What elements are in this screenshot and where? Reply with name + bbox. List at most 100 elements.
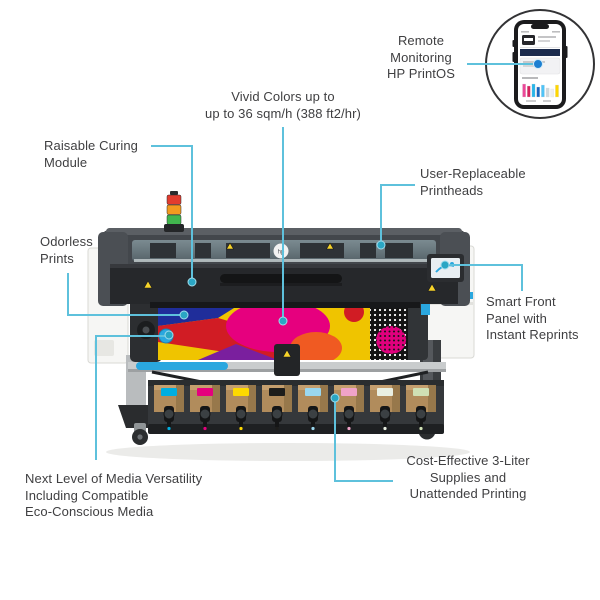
warning-triangle-icon: [143, 280, 153, 289]
ink-color-label: [305, 388, 321, 396]
phone-ink-bar: [527, 85, 531, 98]
phone-ink-bar: [531, 83, 536, 98]
hp-logo: [273, 243, 289, 259]
ink-status-dot: [239, 426, 243, 431]
ink-connector-stem: [275, 421, 279, 427]
ink-color-label: [161, 388, 177, 396]
callout-media-versatility: Next Level of Media Versatility Includin…: [25, 471, 245, 521]
ink-status-dot: [203, 426, 207, 431]
ink-status-dot: [347, 426, 351, 431]
callout-line: Supplies and: [429, 469, 507, 485]
callout-line: Printheads: [420, 182, 484, 198]
cartridge-top: [406, 385, 436, 390]
cartridge-top: [190, 385, 220, 390]
leader-cost: [334, 402, 393, 482]
cartridge-shade: [212, 385, 220, 412]
dot-remote-phone: [533, 59, 543, 69]
callout-line: Monitoring: [390, 49, 452, 65]
ink-connector-stem: [383, 421, 387, 427]
ink-color-label: [413, 388, 429, 396]
callout-line: Unattended Printing: [409, 486, 527, 501]
dot-odorless: [179, 310, 189, 320]
callout-line: Prints: [40, 250, 74, 266]
ink-connector-stem: [167, 421, 171, 427]
right-bracket: [404, 298, 430, 360]
callout-remote-monitoring: Remote Monitoring HP PrintOS: [375, 33, 467, 83]
floor-shadow: [106, 443, 470, 461]
cartridge-shade: [176, 385, 184, 412]
ink-color-label: [269, 388, 285, 396]
ink-cartridge: [370, 385, 400, 431]
beacon-lamp: [166, 194, 182, 205]
callout-line: HP PrintOS: [387, 66, 455, 81]
warning-triangle-icon: [282, 349, 292, 358]
ink-status-dot: [311, 426, 315, 431]
callout-line: Eco-Conscious Media: [25, 504, 154, 519]
leader-odorless: [67, 273, 180, 316]
ink-connector-knob: [199, 408, 211, 420]
ink-connector-stem: [239, 421, 243, 427]
ink-connector-knob: [235, 408, 247, 420]
ink-connector-stem: [311, 421, 315, 427]
ink-status-dot: [275, 426, 279, 431]
leader-printheads: [380, 184, 415, 241]
callout-line: Including Compatible: [25, 487, 149, 503]
phone-ink-bar: [550, 88, 555, 98]
center-media-bracket: [274, 344, 300, 376]
ink-connector-stem: [203, 421, 207, 427]
ink-color-label: [233, 388, 249, 396]
ink-connector-knob: [271, 408, 283, 420]
beacon-lamp: [166, 214, 182, 225]
cartridge-top: [334, 385, 364, 390]
ink-cartridge: [334, 385, 364, 431]
ink-connector-stem: [347, 421, 351, 427]
cartridge-top: [298, 385, 328, 390]
callout-smart-panel: Smart Front Panel with Instant Reprints: [486, 294, 596, 344]
callout-raisable-curing: Raisable Curing Module: [44, 138, 174, 171]
ink-status-dot: [167, 426, 171, 431]
callout-dots: [164, 240, 450, 403]
cartridge-top: [262, 385, 292, 390]
callout-line: User-Replaceable: [420, 166, 526, 181]
ink-cartridge: [262, 385, 292, 431]
callout-printheads: User-Replaceable Printheads: [420, 166, 570, 199]
phone-ink-bar: [536, 86, 540, 98]
ink-color-label: [341, 388, 357, 396]
callout-line: Next Level of Media Versatility: [25, 471, 203, 486]
callout-line: up to 36 sqm/h (388 ft2/hr): [205, 105, 361, 121]
dot-vivid: [278, 316, 288, 326]
warning-triangle-icon: [427, 283, 437, 292]
media-tube: [136, 362, 228, 370]
beacon-lamp: [166, 204, 182, 215]
ink-color-label: [377, 388, 393, 396]
ink-cartridge: [226, 385, 256, 431]
phone-ink-bar: [555, 84, 559, 98]
ink-cartridge: [190, 385, 220, 431]
leader-smart: [450, 264, 523, 291]
leader-raisable: [151, 145, 193, 278]
phone-ink-bar: [545, 87, 550, 98]
callout-line: Raisable Curing: [44, 138, 138, 153]
callout-line: Instant Reprints: [486, 327, 579, 342]
cartridge-shade: [356, 385, 364, 412]
callout-line: Odorless: [40, 234, 93, 249]
ink-cartridge: [406, 385, 436, 431]
cartridge-shade: [284, 385, 292, 412]
ink-color-label: [197, 388, 213, 396]
cartridge-shade: [248, 385, 256, 412]
dot-smart: [440, 260, 450, 270]
dot-media: [164, 330, 174, 340]
cartridge-shade: [392, 385, 400, 412]
dot-raisable: [187, 277, 197, 287]
ink-connector-knob: [379, 408, 391, 420]
callout-odorless-prints: Odorless Prints: [40, 234, 150, 267]
ink-connector-knob: [307, 408, 319, 420]
ink-connector-knob: [415, 408, 427, 420]
dot-printheads: [376, 240, 386, 250]
callout-line: Panel with: [486, 310, 547, 326]
leader-lines: [67, 63, 533, 482]
warning-triangle-icon: [225, 242, 235, 250]
cartridge-shade: [320, 385, 328, 412]
